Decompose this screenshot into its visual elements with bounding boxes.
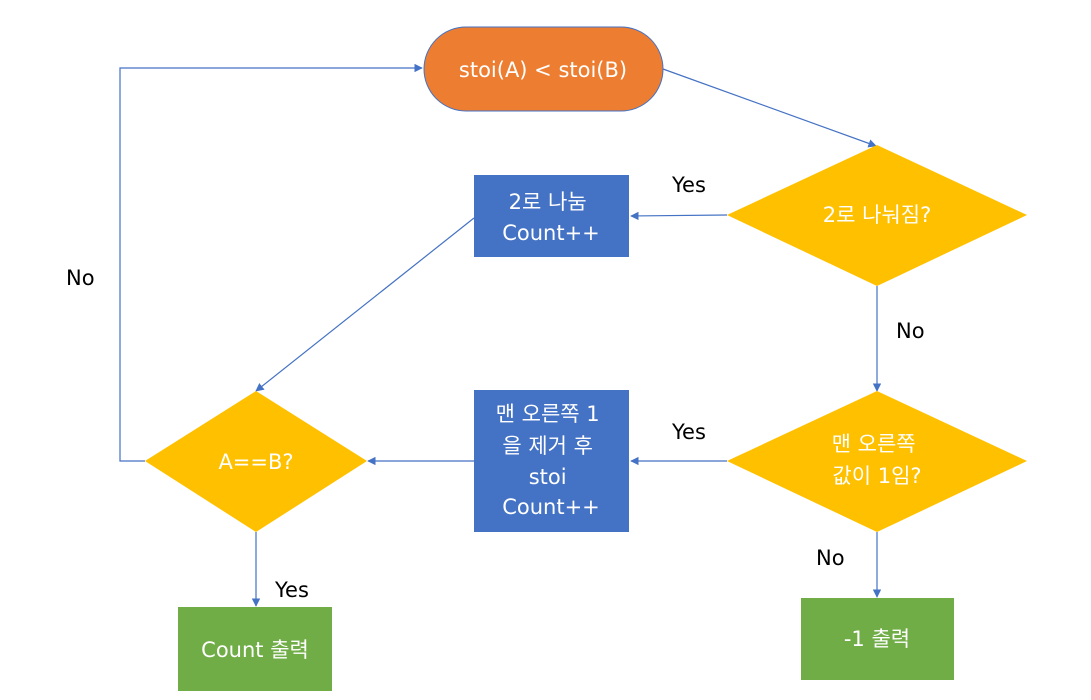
one-check-diamond — [727, 391, 1027, 532]
div-check-label: 2로 나눠짐? — [823, 203, 931, 227]
start-terminal-shape — [423, 26, 664, 112]
equal-check-diamond — [145, 391, 367, 532]
remove-one-process-shape — [474, 390, 629, 532]
one-check-label: 맨 오른쪽 값이 1임? — [832, 432, 923, 488]
print-neg-shape — [801, 598, 954, 680]
one-yes-label: Yes — [671, 420, 706, 444]
remove-one-label-line-2: 을 제거 후 — [502, 434, 593, 458]
start-node[interactable]: stoi(A) < stoi(B) — [423, 26, 664, 112]
eq-yes-label: Yes — [274, 578, 309, 602]
print-count-node[interactable]: Count 출력 — [178, 607, 332, 691]
div-yes-label: Yes — [671, 173, 706, 197]
remove-one-label-line-1: 맨 오른쪽 1 — [496, 402, 600, 426]
start-label: stoi(A) < stoi(B) — [459, 58, 627, 82]
print-count-label: Count 출력 — [201, 638, 309, 662]
edge-equal-check-no — [119, 63, 423, 462]
divide-label: 2로 나눔 Count++ — [502, 190, 600, 245]
divide-label-line-2: Count++ — [502, 221, 600, 245]
remove-one-label: 맨 오른쪽 1 을 제거 후 stoi Count++ — [496, 402, 607, 519]
remove-one-node[interactable]: 맨 오른쪽 1 을 제거 후 stoi Count++ — [474, 390, 629, 532]
edge-divide-to-equal-check — [255, 217, 475, 392]
divide-node[interactable]: 2로 나눔 Count++ — [474, 175, 629, 257]
print-count-shape — [178, 607, 332, 691]
eq-no-label: No — [66, 266, 95, 290]
remove-one-label-line-3: stoi — [529, 465, 567, 489]
one-check-label-line-2: 값이 1임? — [832, 464, 921, 488]
one-check-node[interactable]: 맨 오른쪽 값이 1임? — [727, 391, 1027, 532]
edge-start-to-div-check — [662, 68, 877, 148]
equal-check-label: A==B? — [218, 450, 293, 474]
print-neg-label: -1 출력 — [844, 627, 910, 651]
div-check-diamond — [727, 145, 1027, 286]
remove-one-label-line-4: Count++ — [502, 495, 600, 519]
one-check-label-line-1: 맨 오른쪽 — [832, 432, 916, 456]
edge-div-check-yes — [630, 211, 728, 221]
divide-process-shape — [474, 175, 629, 257]
one-no-label: No — [816, 546, 845, 570]
edges — [119, 63, 882, 607]
div-check-node[interactable]: 2로 나눠짐? — [727, 145, 1027, 286]
print-neg-node[interactable]: -1 출력 — [801, 598, 954, 680]
divide-label-line-1: 2로 나눔 — [509, 190, 587, 214]
div-no-label: No — [896, 319, 925, 343]
equal-check-node[interactable]: A==B? — [145, 391, 367, 532]
